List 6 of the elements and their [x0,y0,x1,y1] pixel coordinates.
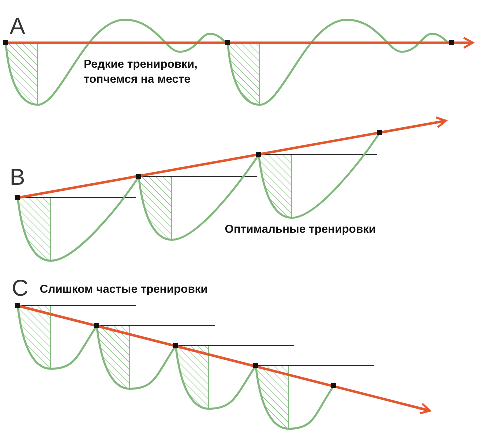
caption-text: Оптимальные тренировки [225,223,376,238]
panel-letter: C [12,276,29,300]
caption-text: Слишком частые тренировки [40,283,208,298]
panel-letter: A [10,14,26,38]
caption-text: Редкие тренировки, топчемся на месте [84,58,199,88]
panel-letter: B [10,165,26,189]
